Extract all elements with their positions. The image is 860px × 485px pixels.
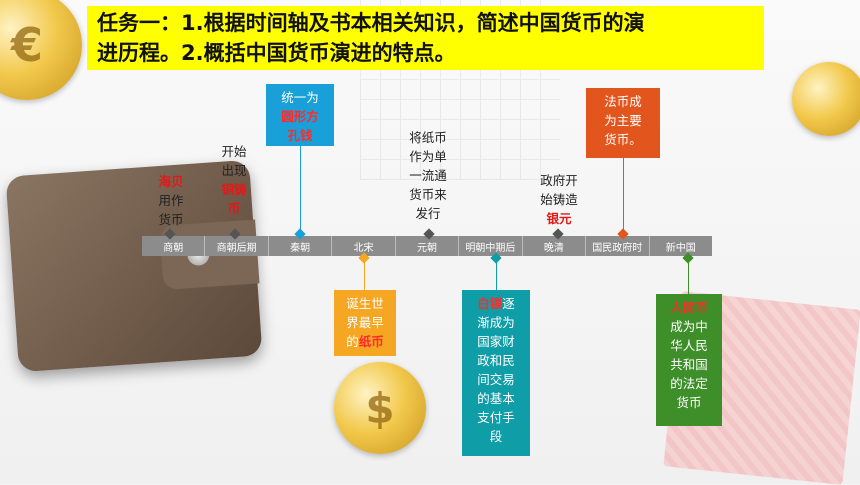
event-rop-line1: 法币成 [604,94,642,109]
event-ming-line1: 白银逐 [468,294,524,313]
timeline-bar: 商朝 商朝后期 秦朝 北宋 元朝 明朝中期后 晚清 国民政府时 新中国 [142,236,712,256]
event-song-box: 诞生世 界最早 的纸币 [334,290,396,356]
event-qin-box: 统一为 圆形方 孔钱 [266,84,334,146]
event-shang-line1: 用作 [158,193,184,208]
connector-qin [300,146,301,232]
event-shang-late-highlight1: 铜铸 [221,182,247,197]
connector-ming [496,260,497,290]
event-shang-late: 开始 出现 铜铸 币 [212,142,256,218]
event-ming-line2: 渐成为 [477,315,515,330]
task-title: 任务一：1.根据时间轴及书本相关知识，简述中国货币的演 进历程。2.概括中国货币… [87,6,764,70]
event-prc-line3: 共和国 [670,357,708,372]
period-late-qing: 晚清 [523,236,587,256]
connector-song [364,260,365,290]
event-qing: 政府开 始铸造 银元 [530,171,588,228]
event-ming-line8: 段 [489,429,503,444]
connector-rop [623,158,624,232]
event-prc-line2: 华人民 [670,338,708,353]
task-title-line1: 任务一：1.根据时间轴及书本相关知识，简述中国货币的演 [97,11,645,35]
gold-coin-icon [792,62,860,136]
event-ming-line4: 政和民 [477,353,515,368]
event-shang-late-line2: 出现 [221,163,247,178]
event-ming-line6: 的基本 [477,391,515,406]
event-song-line2: 界最早 [346,315,384,330]
connector-prc [688,260,689,294]
event-shang-late-highlight2: 币 [227,201,241,216]
dollar-coin-icon: $ [334,362,426,454]
event-qin-highlight2: 孔钱 [287,128,313,143]
event-ming-line7: 支付手 [477,410,515,425]
event-qin-highlight1: 圆形方 [281,109,319,124]
event-prc-line5: 货币 [676,395,702,410]
task-title-line2: 进历程。2.概括中国货币演进的特点。 [97,41,456,65]
period-nationalist-gov: 国民政府时 [586,236,650,256]
event-song-line3: 的纸币 [340,332,390,351]
event-yuan-line2: 作为单 [409,149,447,164]
event-ming-box: 白银逐 渐成为 国家财 政和民 间交易 的基本 支付手 段 [462,290,530,456]
event-song-line1: 诞生世 [346,296,384,311]
event-ming-first-rest: 逐 [502,296,515,311]
period-new-china: 新中国 [665,242,696,254]
event-shang-highlight: 海贝 [158,174,184,189]
period-mid-ming: 明朝中期后 [459,236,523,256]
event-prc-line1: 成为中 [670,319,708,334]
event-song-prefix: 的 [346,334,359,349]
event-prc-box: 人民币 成为中 华人民 共和国 的法定 货币 [656,294,722,426]
event-qing-line1: 政府开 [540,173,578,188]
event-yuan-line1: 将纸币 [409,130,447,145]
period-shang-late: 商朝后期 [205,236,269,256]
event-prc-line4: 的法定 [670,376,708,391]
period-yuan: 元朝 [396,236,460,256]
event-ming-line3: 国家财 [477,334,515,349]
event-ming-highlight: 白银 [477,296,503,311]
event-shang-late-line1: 开始 [221,144,247,159]
event-ming-line5: 间交易 [477,372,515,387]
euro-coin-icon: € [0,0,82,100]
event-qing-line2: 始铸造 [540,192,578,207]
event-song-highlight: 纸币 [358,334,384,349]
event-yuan-line3: 一流通 [409,168,447,183]
event-yuan-line5: 发行 [415,206,441,221]
event-shang-line2: 货币 [158,212,184,227]
event-rop-box: 法币成 为主要 货币。 [586,88,660,158]
period-qin: 秦朝 [269,236,333,256]
event-rop-line2: 为主要 [604,113,642,128]
event-yuan: 将纸币 作为单 一流通 货币来 发行 [402,128,454,223]
event-yuan-line4: 货币来 [409,187,447,202]
event-rop-line3: 货币。 [604,132,642,147]
period-northern-song: 北宋 [332,236,396,256]
event-qin-line1: 统一为 [281,90,319,105]
period-shang: 商朝 [142,236,206,256]
event-prc-highlight: 人民币 [670,300,708,315]
event-qing-highlight: 银元 [546,211,572,226]
event-shang: 海贝 用作 货币 [150,172,192,229]
